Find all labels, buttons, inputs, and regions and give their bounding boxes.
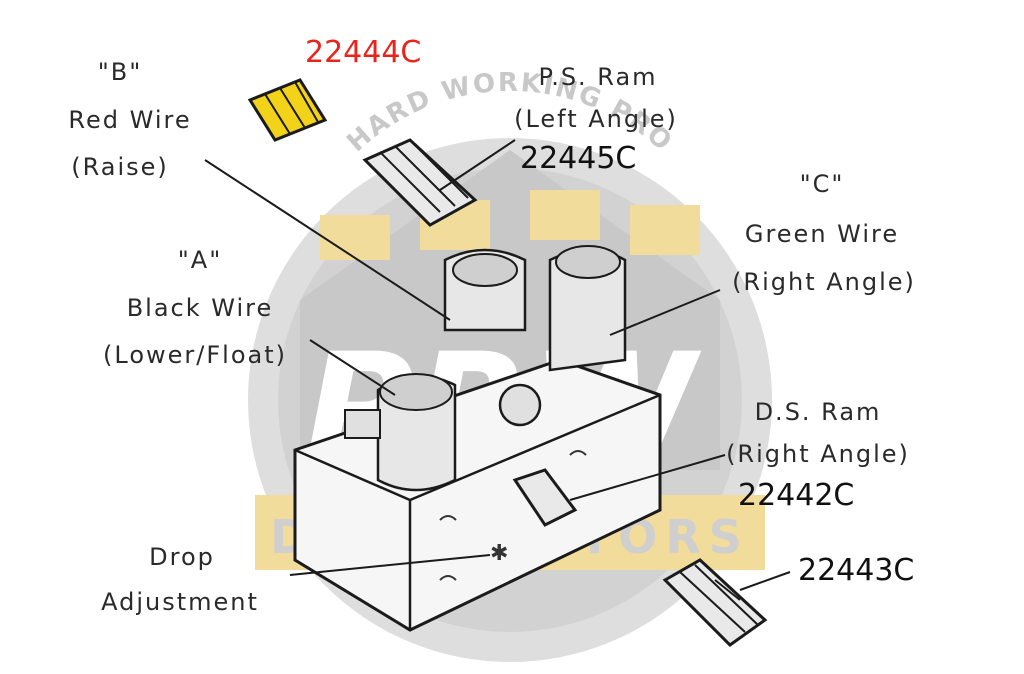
port-mark (439, 575, 457, 581)
label-c-wire: Green Wire (745, 220, 899, 248)
coil-b-cap (452, 253, 518, 287)
ps-ram-fitting (362, 138, 478, 227)
leader-b (204, 159, 451, 321)
drop-adjust-screw-icon: ✱ (490, 541, 508, 566)
label-ds-angle: (Right Angle) (726, 440, 910, 468)
cartridge-body (247, 78, 328, 142)
label-a-func: (Lower/Float) (103, 341, 287, 369)
relief-valve-thread (679, 564, 759, 633)
cartridge-thread (264, 81, 319, 135)
coil-a-cap (379, 373, 453, 411)
leader-ps-ram (439, 139, 516, 191)
label-b-func: (Raise) (71, 153, 169, 181)
part-number-22445c: 22445C (520, 141, 636, 176)
part-number-22444c: 22444C (305, 35, 421, 70)
leader-ds-ram (569, 454, 726, 501)
ds-ram-fitting (512, 468, 578, 527)
watermark-window (320, 215, 390, 260)
label-ps-ram: P.S. Ram (538, 63, 657, 91)
red-wire-cartridge (247, 78, 328, 142)
coil-c-cap (555, 245, 621, 279)
label-drop-2: Adjustment (101, 588, 259, 616)
leader-relief (739, 571, 791, 591)
port-mark (569, 450, 587, 456)
part-number-22443c: 22443C (798, 553, 914, 588)
label-a-wire: Black Wire (127, 294, 274, 322)
callout-labels: 22444C "B" Red Wire (Raise) P.S. Ram (Le… (68, 35, 916, 616)
label-c-angle: (Right Angle) (732, 268, 916, 296)
leader-c (609, 289, 721, 336)
coil-a-connector (344, 409, 381, 439)
watermark-window (530, 190, 600, 240)
part-number-22442c: 22442C (738, 478, 854, 513)
leader-lines (204, 139, 791, 591)
label-b-wire: Red Wire (68, 106, 191, 134)
solenoid-coils (344, 245, 627, 492)
leader-drop (289, 554, 491, 576)
watermark-window (630, 205, 700, 255)
ps-fitting-thread (379, 139, 469, 213)
ds-fitting-body (512, 468, 578, 527)
label-drop-1: Drop (149, 543, 215, 571)
label-b-letter: "B" (98, 58, 143, 86)
label-c-letter: "C" (800, 170, 845, 198)
center-nut (498, 383, 542, 427)
label-ds-ram: D.S. Ram (755, 398, 882, 426)
leader-a (309, 339, 396, 396)
label-ps-angle: (Left Angle) (514, 105, 678, 133)
label-a-letter: "A" (178, 246, 223, 274)
port-mark (439, 515, 457, 521)
relief-valve (662, 558, 768, 647)
